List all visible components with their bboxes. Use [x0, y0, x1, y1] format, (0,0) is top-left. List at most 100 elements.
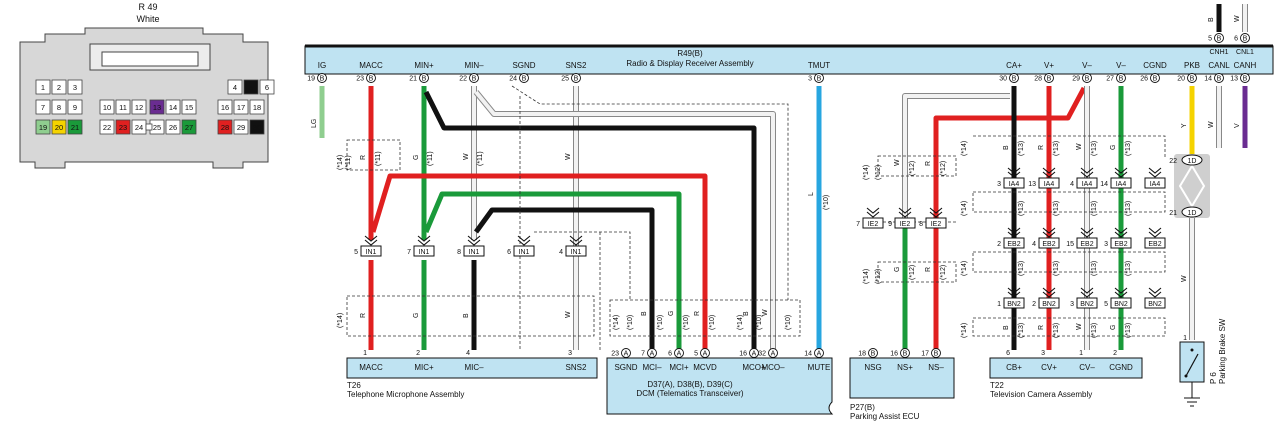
wire-codes: LG R G W W R G B W B G R B W L W R G R B… — [311, 15, 1241, 338]
svg-text:(*12): (*12) — [940, 265, 947, 280]
head-unit-pin-marker — [814, 73, 824, 83]
junction-eb2-3-pin: 3 — [1104, 241, 1108, 248]
junction-eb2-3-chevron — [1114, 227, 1128, 238]
junction-ie2-2-label: IE2 — [931, 221, 942, 228]
junction-bn2-1-label: BN2 — [1042, 301, 1056, 308]
svg-text:R: R — [360, 313, 367, 318]
junction-bn2-1 — [1038, 297, 1060, 309]
connector-cell-2 — [51, 79, 67, 95]
wire-nsm — [933, 86, 1087, 350]
svg-text:W: W — [565, 153, 572, 160]
head-unit-pin-label: CA+ — [1006, 61, 1022, 70]
svg-text:(*14): (*14) — [961, 201, 968, 216]
junction-ia4-2 — [1076, 177, 1098, 189]
dcm-pins-pin-conn: A — [771, 351, 776, 358]
head-unit-pin-number: 30 — [999, 76, 1007, 83]
svg-text:(*14): (*14) — [337, 313, 344, 328]
junction-eb2-0 — [1003, 237, 1025, 249]
junction-bn2-3-label: BN2 — [1114, 301, 1128, 308]
head-unit-pin-marker — [1240, 73, 1250, 83]
connector-cell-10 — [99, 99, 115, 115]
svg-text:21: 21 — [1169, 210, 1177, 217]
junction-eb2-4-chevron — [1148, 227, 1162, 238]
junction-in1-1-chevron — [417, 235, 431, 246]
svg-text:1D: 1D — [1188, 158, 1197, 165]
connector-cell-14 — [165, 99, 181, 115]
junction-in1-4 — [565, 245, 587, 257]
svg-text:1: 1 — [1183, 335, 1187, 342]
junction-bn2-2-pin: 3 — [1070, 301, 1074, 308]
junction-ia4-4-chevron — [1148, 167, 1162, 178]
svg-text:W: W — [565, 311, 572, 318]
connector-cell-12 — [131, 99, 147, 115]
dcm-pins-pin-conn: A — [624, 351, 629, 358]
head-unit-pin-conn: B — [1190, 76, 1195, 83]
junction-in1-3 — [513, 245, 535, 257]
head-unit-pin-marker — [519, 73, 529, 83]
junction-bn2-1-pin: 2 — [1032, 301, 1036, 308]
p27-pins-pin-marker — [931, 348, 941, 358]
svg-text:W: W — [1208, 121, 1215, 128]
dcm-pins-pin-number: 5 — [694, 351, 698, 358]
connector-cell-label: 21 — [71, 123, 79, 132]
connector-cell-label: 16 — [221, 103, 229, 112]
connector-cell-3 — [67, 79, 83, 95]
junction-in1-4-chevron — [569, 235, 583, 246]
junction-in1-3-chevron — [517, 235, 531, 246]
head-unit-pin-label: MIN– — [464, 61, 484, 70]
svg-text:(*14): (*14) — [961, 141, 968, 156]
connector-cell-label: 27 — [185, 123, 193, 132]
junction-bn2-0-label: BN2 — [1007, 301, 1021, 308]
junction-ie2-1-label: IE2 — [900, 221, 911, 228]
svg-text:D37(A), D38(B), D39(C): D37(A), D38(B), D39(C) — [647, 380, 733, 389]
svg-text:R: R — [1038, 325, 1045, 330]
svg-text:(*13): (*13) — [1125, 201, 1132, 216]
head-unit-pin-label: MIN+ — [414, 61, 434, 70]
junction-bn2-4-chevron — [1148, 287, 1162, 298]
junction-eb2-4 — [1144, 237, 1166, 249]
head-unit-pin-number: 22 — [459, 76, 467, 83]
dcm-pins-pin-marker — [621, 348, 631, 358]
connector-cell-5 — [243, 79, 259, 95]
junction-ia4-2-pin: 4 — [1070, 181, 1074, 188]
junction-ie2-0-chevron — [866, 207, 880, 218]
connector-cell-label: 17 — [237, 103, 245, 112]
dcm-pins-pin-marker — [674, 348, 684, 358]
connector-cell-label: 1 — [41, 83, 45, 92]
connector-cell-28 — [217, 119, 233, 135]
junction-eb2-1-chevron — [1042, 227, 1056, 238]
head-unit-pin-marker — [419, 73, 429, 83]
junction-in1-1 — [413, 245, 435, 257]
svg-text:T22: T22 — [990, 381, 1004, 390]
head-unit-pin-conn: B — [320, 76, 325, 83]
pkb-connector-22 — [1181, 154, 1203, 166]
svg-text:P27(B): P27(B) — [850, 403, 875, 412]
dcm-pins-pin-label: MUTE — [808, 363, 831, 372]
svg-text:Telephone Microphone Assembly: Telephone Microphone Assembly — [347, 390, 464, 399]
head-unit-pin-marker — [1009, 73, 1019, 83]
connector-cell-label: 9 — [73, 103, 77, 112]
t26-pins-pin-label: SNS2 — [566, 363, 587, 372]
junction-bn2-0-chevron — [1007, 287, 1021, 298]
svg-text:(*13): (*13) — [1018, 201, 1025, 216]
svg-text:(*14): (*14) — [961, 261, 968, 276]
svg-text:(*10): (*10) — [627, 315, 634, 330]
head-unit-pin-marker — [1187, 73, 1197, 83]
head-unit-pin-marker — [1150, 73, 1160, 83]
svg-text:1D: 1D — [1188, 210, 1197, 217]
head-unit-top-pin-conn: B — [1243, 36, 1248, 43]
dcm-pins-pin-label: MCI– — [642, 363, 662, 372]
head-unit-pin-number: 3 — [808, 76, 812, 83]
head-unit-pin-number: 13 — [1230, 76, 1238, 83]
svg-text:W: W — [1076, 323, 1083, 330]
dcm-pins-pin-label: MCI+ — [669, 363, 689, 372]
dcm-pins-pin-conn: A — [752, 351, 757, 358]
head-unit-pin-label: IG — [318, 61, 326, 70]
svg-text:(*13): (*13) — [1091, 261, 1098, 276]
svg-text:(*10): (*10) — [756, 315, 763, 330]
junction-bn2-0-pin: 1 — [997, 301, 1001, 308]
t22-pins-pin-label: CB+ — [1006, 363, 1022, 372]
dcm-pins-pin-marker — [647, 348, 657, 358]
